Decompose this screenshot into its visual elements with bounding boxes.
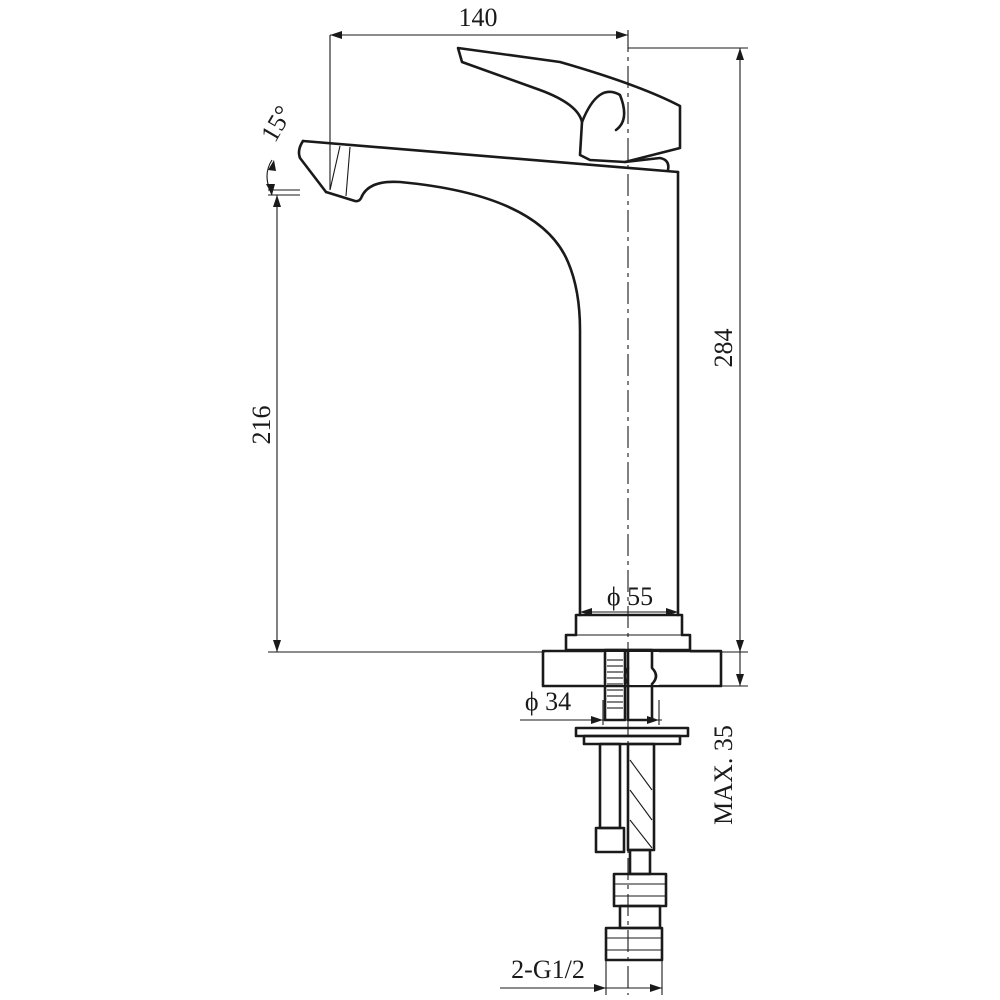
dimension-text-max-35: MAX. 35 [709, 725, 738, 825]
deck-section [541, 649, 723, 688]
dimension-max-35: MAX. 35 [709, 652, 748, 825]
dimension-width-140: 140 [329, 3, 628, 190]
dimension-text-15: 15° [255, 101, 298, 147]
faucet-body [297, 139, 692, 652]
hose-right [604, 742, 668, 962]
hose-left [594, 742, 626, 854]
dimension-text-55: ϕ 55 [607, 582, 653, 611]
dimension-height-216: 216 [247, 194, 545, 653]
dimension-text-216: 216 [247, 406, 276, 445]
dimension-text-34: ϕ 34 [525, 687, 571, 716]
dimension-text-284: 284 [709, 329, 738, 368]
lever-handle [456, 46, 682, 172]
dimension-diameter-55: ϕ 55 [580, 582, 678, 616]
dimension-text-hose: 2-G1/2 [511, 955, 585, 984]
dimension-hose-connection: 2-G1/2 [500, 955, 663, 995]
dimension-text-140: 140 [459, 3, 498, 32]
dimension-height-284: 284 [628, 47, 748, 653]
dimension-angle-15: 15° [255, 101, 300, 196]
fixing-nut [574, 726, 690, 746]
dimension-diameter-34: ϕ 34 [520, 687, 662, 725]
